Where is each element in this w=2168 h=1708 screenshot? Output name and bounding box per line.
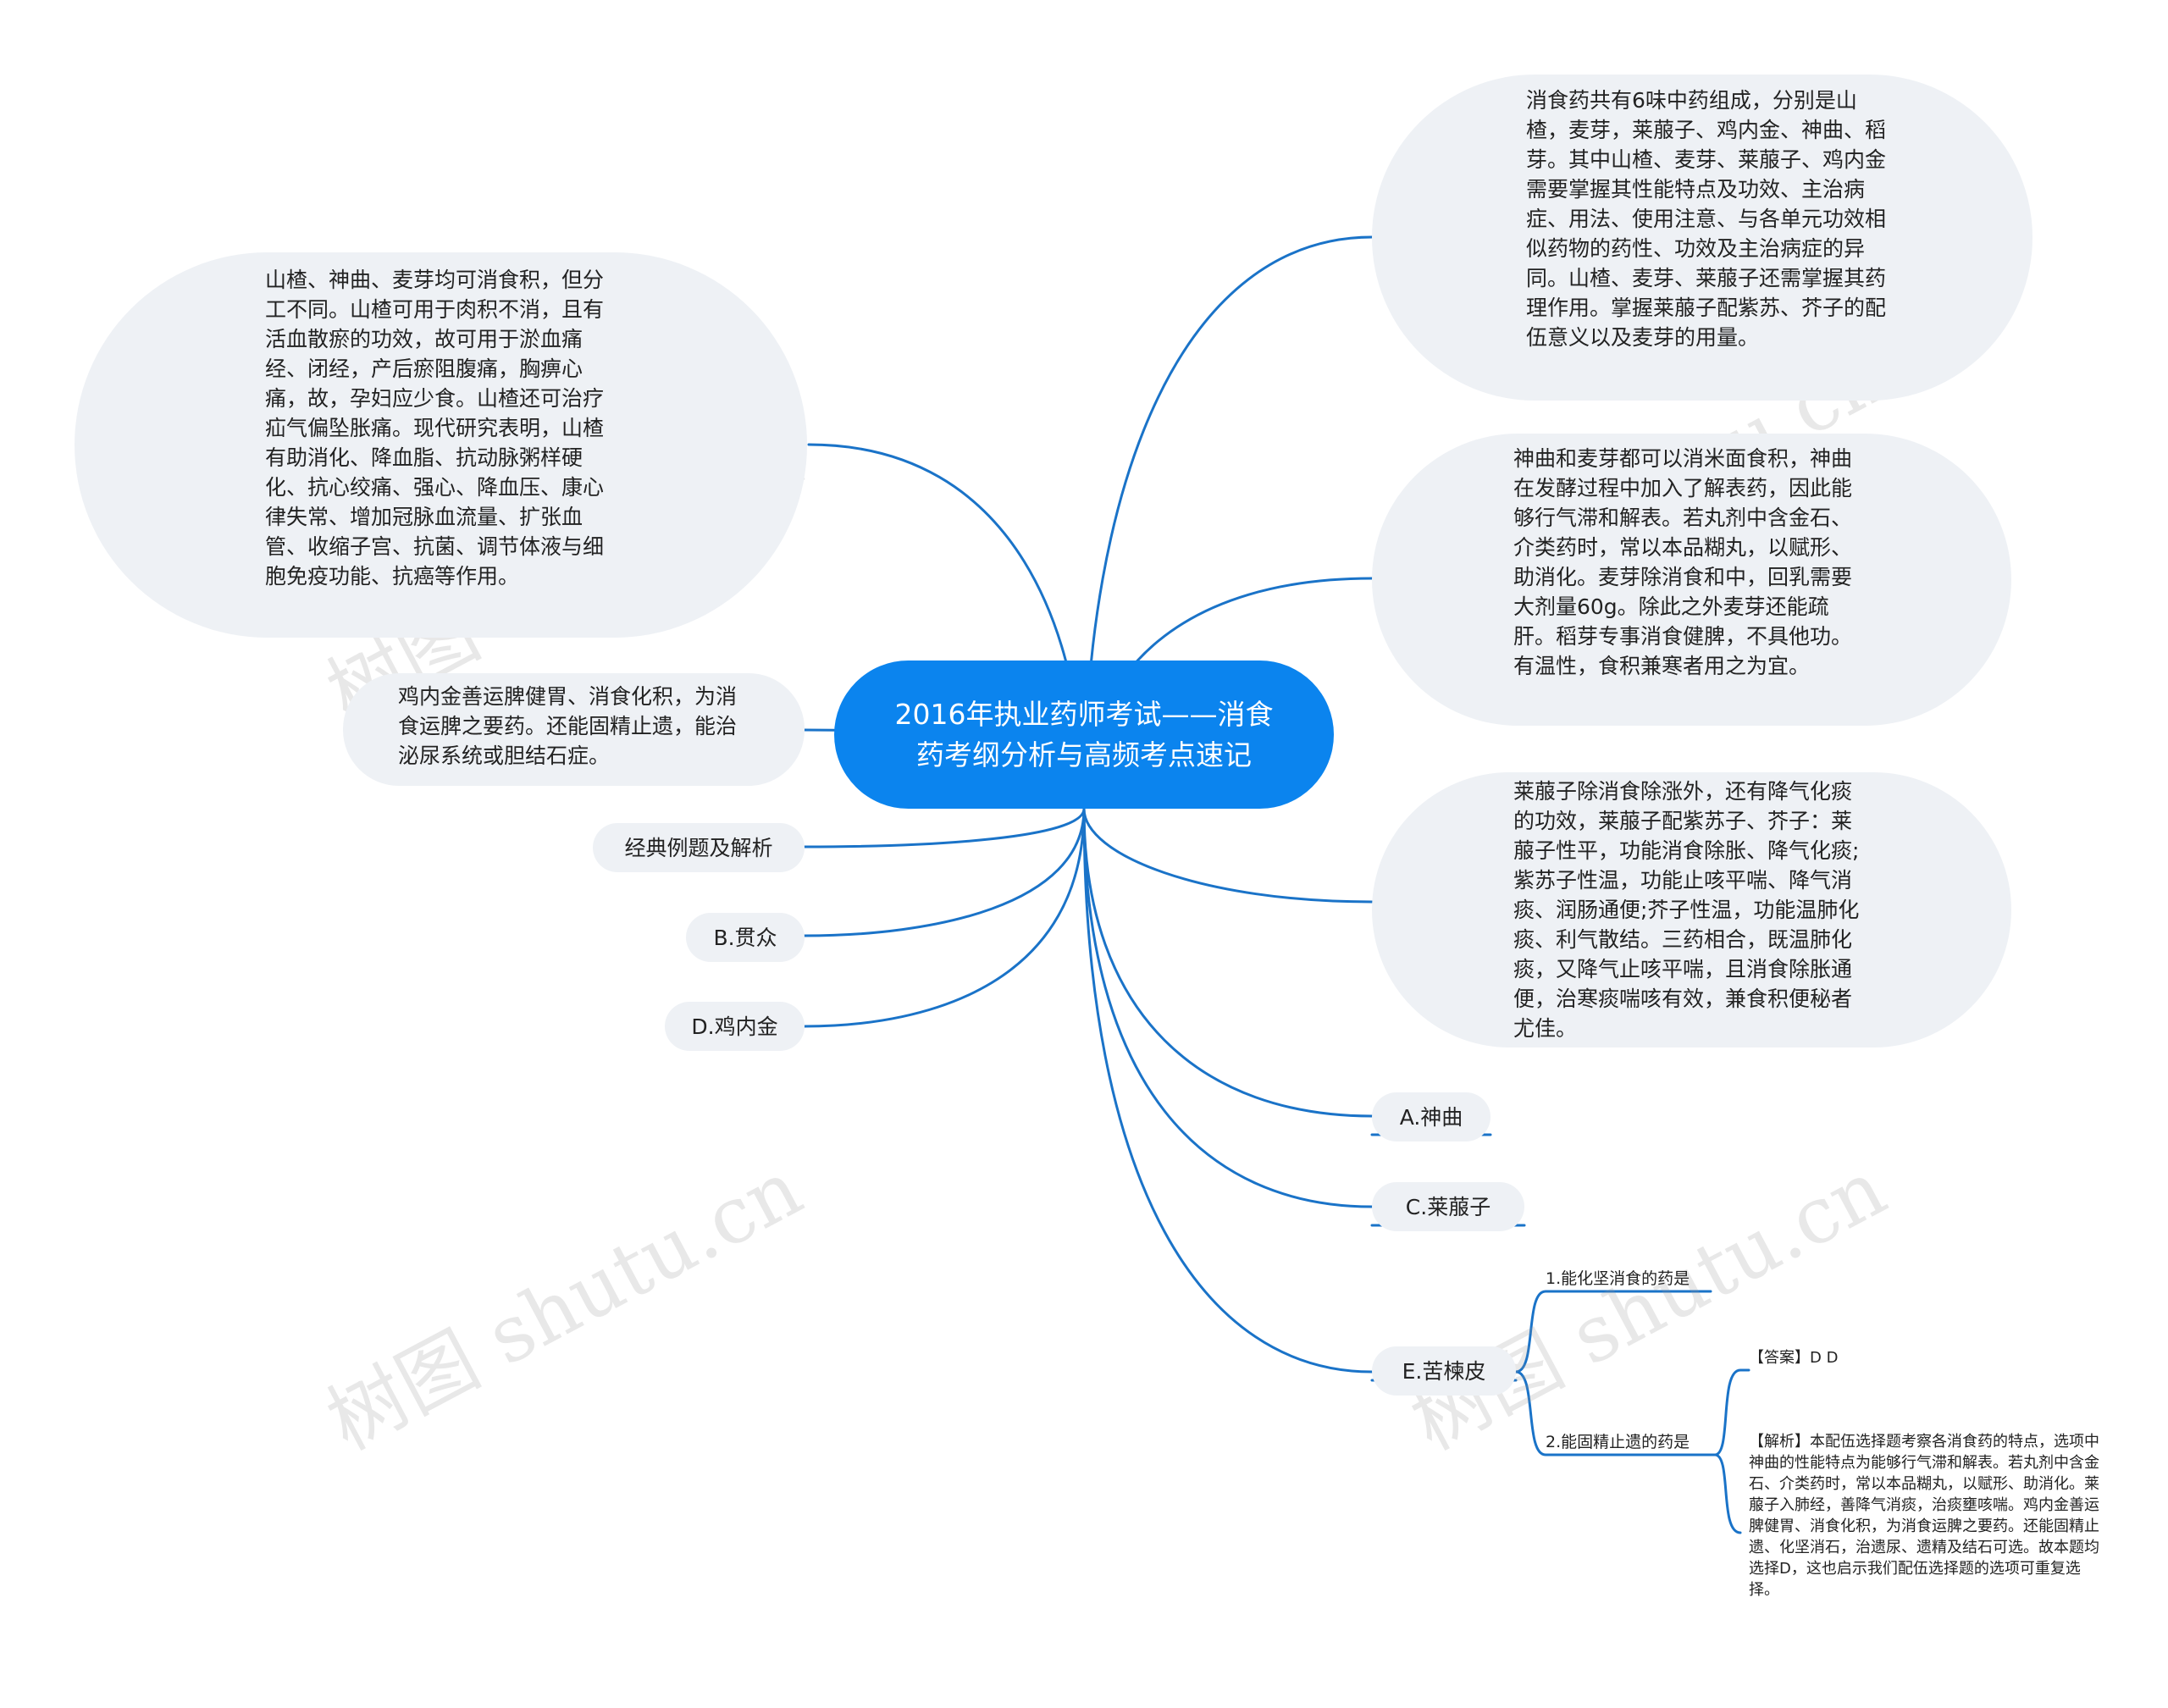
edge-q1 (1514, 1290, 1712, 1374)
answer-text[interactable]: 【答案】D D (1749, 1349, 1839, 1367)
edge-e-option (1082, 807, 1374, 1374)
node-a-option[interactable]: A.神曲 (1372, 1092, 1490, 1141)
node-a-option-text: A.神曲 (1399, 1104, 1463, 1130)
root-title: 2016年执业药师考试——消食药考纲分析与高频考点速记 (894, 697, 1274, 771)
node-laifuzi-text: 莱菔子除消食除涨外，还有降气化痰的功效，莱菔子配紫苏子、芥子：莱菔子性平，功能消… (1513, 779, 1860, 1041)
node-jineijin[interactable]: 鸡内金善运脾健胃、消食化积，为消食运脾之要药。还能固精止遗，能治泌尿系统或胆结石… (343, 673, 805, 786)
analysis-text[interactable]: 【解析】本配伍选择题考察各消食药的特点，选项中神曲的性能特点为能够行气滞和解表。… (1749, 1433, 2099, 1599)
edge-q2 (1514, 1370, 1717, 1456)
node-shanzha-text: 山楂、神曲、麦芽均可消食积，但分工不同。山楂可用于肉积不消，且有活血散瘀的功效，… (265, 268, 605, 589)
node-shanzha[interactable]: 山楂、神曲、麦芽均可消食积，但分工不同。山楂可用于肉积不消，且有活血散瘀的功效，… (75, 252, 807, 638)
edge-answer (1713, 1368, 1750, 1456)
node-shenqu[interactable]: 神曲和麦芽都可以消米面食积，神曲在发酵过程中加入了解表药，因此能够行气滞和解表。… (1372, 434, 2011, 726)
root-topic[interactable]: 2016年执业药师考试——消食药考纲分析与高频考点速记 (834, 661, 1334, 809)
edge-a-option (1082, 807, 1374, 1118)
node-examples[interactable]: 经典例题及解析 (593, 823, 805, 872)
node-d-option-text: D.鸡内金 (691, 1014, 778, 1039)
node-overview-text: 消食药共有6味中药组成，分别是山楂，麦芽，莱菔子、鸡内金、神曲、稻芽。其中山楂、… (1526, 88, 1887, 350)
question-1[interactable]: 1.能化坚消食的药是 (1546, 1269, 1690, 1288)
node-c-option-text: C.莱菔子 (1405, 1194, 1491, 1219)
node-b-option-text: B.贯众 (713, 925, 777, 950)
node-laifuzi[interactable]: 莱菔子除消食除涨外，还有降气化痰的功效，莱菔子配紫苏子、芥子：莱菔子性平，功能消… (1372, 772, 2011, 1047)
node-c-option[interactable]: C.莱菔子 (1372, 1182, 1524, 1231)
question-2[interactable]: 2.能固精止遗的药是 (1546, 1433, 1690, 1451)
edge-d-option (803, 807, 1086, 1028)
node-overview[interactable]: 消食药共有6味中药组成，分别是山楂，麦芽，莱菔子、鸡内金、神曲、稻芽。其中山楂、… (1372, 75, 2032, 401)
edge-analysis (1713, 1453, 1742, 1534)
edge-c-option (1082, 807, 1374, 1208)
node-e-option-text: E.苦楝皮 (1402, 1358, 1486, 1384)
node-jineijin-text: 鸡内金善运脾健胃、消食化积，为消食运脾之要药。还能固精止遗，能治泌尿系统或胆结石… (398, 684, 738, 768)
edge-examples (803, 807, 1086, 848)
node-d-option[interactable]: D.鸡内金 (665, 1002, 805, 1051)
node-b-option[interactable]: B.贯众 (686, 913, 805, 962)
node-shenqu-text: 神曲和麦芽都可以消米面食积，神曲在发酵过程中加入了解表药，因此能够行气滞和解表。… (1513, 446, 1853, 678)
node-e-option[interactable]: E.苦楝皮 (1372, 1346, 1516, 1396)
node-examples-text: 经典例题及解析 (624, 835, 773, 860)
edge-b-option (803, 807, 1086, 937)
edge-laifuzi (1082, 807, 1374, 904)
